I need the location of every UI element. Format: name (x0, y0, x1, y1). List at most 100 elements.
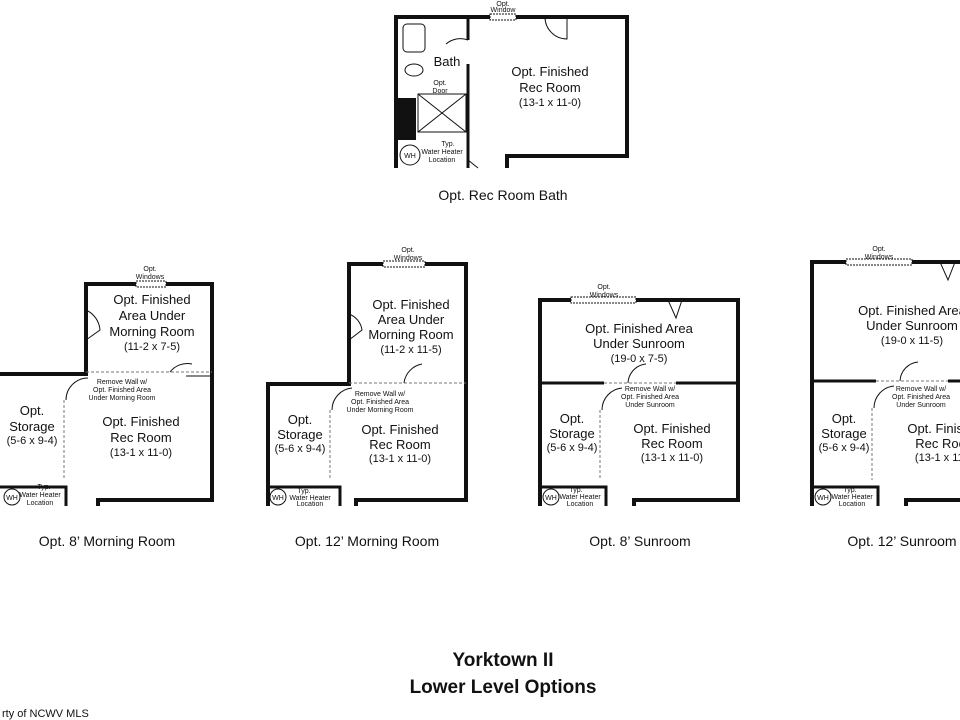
sheet-subtitle: Lower Level Options (410, 677, 597, 698)
plan-caption: Opt. 8’ Morning Room (39, 533, 175, 549)
upper-room-dim: (11-2 x 7-5) (124, 341, 180, 353)
rec-room-label-2: Rec Room (519, 80, 580, 95)
storage-label-2: Storage (277, 427, 323, 442)
dark-wall-block (396, 98, 416, 140)
storage-door-swing (873, 385, 895, 409)
storage-wall (0, 485, 68, 506)
rec-room-label-1: Opt. Finished (361, 422, 438, 437)
water-heater-label-3: Location (297, 501, 324, 508)
water-heater-label-2: Water Heater (289, 495, 331, 502)
plan-walls (0, 282, 214, 506)
upper-room-dim: (19-0 x 7-5) (611, 353, 668, 365)
plan-8-morning-room: Opt. Windows Opt. Finished Area Under Mo… (0, 266, 214, 549)
window-label-2: Window (491, 7, 517, 14)
storage-door-swing (601, 387, 623, 411)
water-heater-label-2: Water Heater (831, 494, 873, 501)
storage-label-1: Opt. (288, 412, 313, 427)
windows-label-1: Opt. (401, 247, 414, 254)
remove-wall-label-1: Remove Wall w/ (896, 386, 946, 393)
opt-door-label-2: Door (432, 88, 448, 95)
windows-label-1: Opt. (143, 266, 156, 273)
rec-room-dim: (13-1 x 11-0) (110, 447, 172, 459)
door-swing (348, 313, 363, 341)
water-heater-icon (814, 488, 832, 506)
wh-label: WH (272, 495, 284, 502)
remove-wall-label-1: Remove Wall w/ (625, 386, 675, 393)
water-heater-label-1: Typ. (441, 141, 454, 148)
storage-label-2: Storage (9, 419, 55, 434)
rec-room-label-1: Opt. Finished (633, 421, 710, 436)
storage-wall (540, 485, 608, 506)
window-marker (382, 260, 426, 268)
upper-room-label-1: Opt. Finished Area (858, 303, 960, 318)
storage-wall (268, 485, 342, 506)
water-heater-label-3: Location (27, 500, 54, 507)
water-heater-label-3: Location (429, 157, 456, 164)
rec-room-dim: (13-1 x 11-0) (519, 97, 581, 109)
rec-room-dim: (13-1 x 11-0) (641, 452, 703, 464)
storage-dim: (5-6 x 9-4) (819, 442, 870, 454)
window-marker (570, 296, 637, 304)
sheet-title: Yorktown II (453, 650, 554, 671)
water-heater-icon (399, 144, 421, 166)
plan-walls (810, 260, 960, 506)
water-heater-label-1: Typ. (843, 487, 856, 494)
plan-8-sunroom: Opt. Windows Opt. Finished Area Under Su… (538, 284, 740, 549)
remove-wall-label-3: Under Morning Room (89, 395, 156, 402)
opt-door-label-1: Opt. (433, 80, 446, 87)
windows-label-2: Windows (394, 255, 423, 262)
windows-label-2: Windows (136, 274, 165, 281)
door-swing-lower (169, 363, 212, 377)
remove-wall-label-2: Opt. Finished Area (93, 387, 151, 394)
plan-rec-room-bath: Opt. Window Bath Opt. Door Typ. Water He… (394, 1, 629, 203)
windows-label-1: Opt. (597, 284, 610, 291)
remove-wall-label-2: Opt. Finished Area (892, 394, 950, 401)
door-swing (85, 309, 101, 341)
shower-icon (417, 93, 467, 133)
window-marker (135, 280, 167, 288)
windows-label-2: Windows (590, 292, 619, 299)
storage-label-2: Storage (821, 426, 867, 441)
plan-walls (394, 15, 629, 168)
water-heater-label-2: Water Heater (559, 494, 601, 501)
upper-room-label-2: Area Under (378, 312, 445, 327)
wh-label: WH (817, 495, 829, 502)
plan-caption: Opt. Rec Room Bath (438, 187, 567, 203)
wh-label: WH (404, 153, 416, 160)
remove-wall-label-3: Under Sunroom (625, 402, 675, 409)
remove-wall-label-2: Opt. Finished Area (621, 394, 679, 401)
plan-walls (538, 298, 740, 506)
rec-room-label-1: Opt. Finished (511, 64, 588, 79)
water-heater-label-2: Water Heater (19, 492, 61, 499)
wh-label: WH (545, 495, 557, 502)
water-heater-icon (3, 488, 21, 506)
water-heater-label-1: Typ. (297, 488, 310, 495)
wh-label: WH (6, 495, 18, 502)
rec-room-dim: (13-1 x 11-0) (369, 453, 431, 465)
remove-wall-label-3: Under Morning Room (347, 407, 414, 414)
rec-room-label-1: Opt. Finished (907, 421, 960, 436)
plan-walls (266, 262, 468, 506)
rec-room-label-1: Opt. Finished (102, 414, 179, 429)
upper-room-label-1: Opt. Finished (372, 297, 449, 312)
opt-door-swing (467, 159, 479, 169)
rec-room-label-2: Rec Room (110, 430, 171, 445)
upper-room-label-1: Opt. Finished Area (585, 321, 693, 336)
door-swing-lower (403, 363, 423, 384)
remove-wall-label-3: Under Sunroom (896, 402, 946, 409)
storage-label-1: Opt. (560, 411, 585, 426)
remove-wall-label-1: Remove Wall w/ (97, 379, 147, 386)
plan-caption: Opt. 12’ Morning Room (295, 533, 439, 549)
remove-wall-label-1: Remove Wall w/ (355, 391, 405, 398)
storage-label-2: Storage (549, 426, 595, 441)
water-heater-label-2: Water Heater (421, 149, 463, 156)
storage-dim: (5-6 x 9-4) (7, 435, 58, 447)
door-swing (667, 299, 683, 320)
rec-room-label-2: Rec Room (641, 436, 702, 451)
window-marker (845, 258, 913, 266)
toilet-icon (404, 63, 424, 77)
mls-credit: rty of NCWV MLS (2, 708, 89, 720)
window-marker (489, 13, 517, 21)
upper-room-label-2: Under Sunroom (593, 336, 685, 351)
window-label-1: Opt. (496, 1, 509, 8)
